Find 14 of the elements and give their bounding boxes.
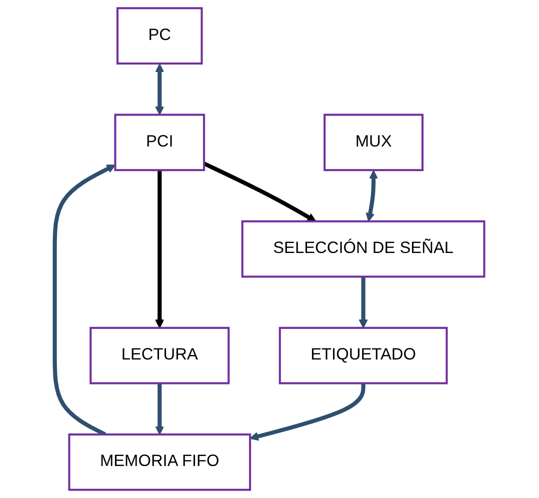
node-box — [278, 326, 448, 384]
arrow — [250, 383, 366, 441]
arrow — [358, 276, 368, 328]
node-box — [116, 7, 203, 65]
node-box — [241, 220, 486, 278]
arrow — [366, 170, 378, 222]
node-box — [114, 114, 206, 172]
arrow — [203, 162, 316, 222]
node-box — [324, 114, 424, 172]
arrow — [155, 170, 164, 328]
arrow — [155, 64, 164, 116]
arrow — [155, 383, 164, 435]
node-box — [90, 326, 230, 384]
node-box — [68, 433, 252, 491]
